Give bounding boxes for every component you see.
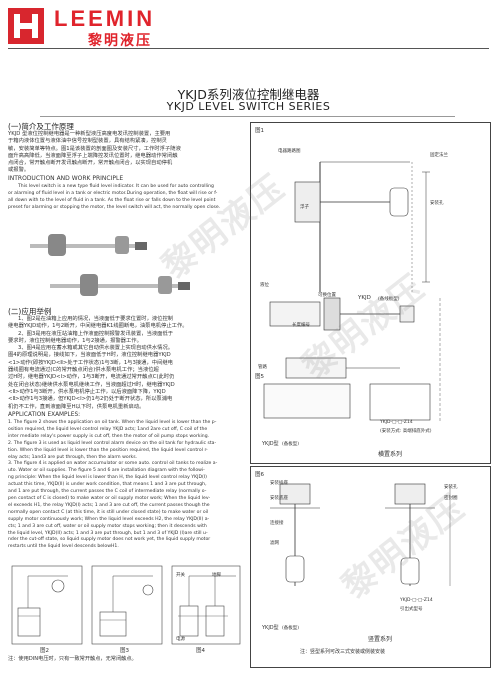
fig2-caption: 图2	[40, 648, 49, 654]
product-photos	[30, 234, 190, 296]
horizontal-series-drawing	[263, 161, 441, 422]
fig1-caption: 图1	[255, 128, 264, 134]
fig4-label-switch: 开关	[176, 573, 185, 578]
fig5-caption: 图5	[255, 374, 264, 380]
fig1-drawing	[294, 161, 430, 292]
vertical-switch-left	[270, 483, 320, 586]
section2-body-en: 1. The figure 2 shows the application on…	[8, 420, 218, 550]
fig3-caption: 图3	[120, 648, 129, 654]
horizontal-series-title: 横置系列	[378, 451, 403, 458]
fig1-label-type: (备线板型)	[378, 297, 400, 302]
v-label-seal: 密封圈	[444, 496, 458, 501]
brand-name-en: LEEMIN	[54, 6, 156, 31]
title-divider	[40, 116, 455, 117]
fig3-diagram	[91, 565, 163, 645]
vertical-switch-right	[385, 483, 451, 586]
section2-body-cn: 1、图2是在油箱上应用的情况，当液面低于要求位置时，液位控制 继电器YKJD动作…	[8, 316, 188, 410]
v-label-hole: 安装孔	[444, 485, 458, 490]
v-label-filter: 滤网	[270, 541, 279, 546]
section1-body-en: This level switch is a new type fluid le…	[8, 184, 221, 210]
fig1-label-hole: 安装孔	[430, 201, 444, 206]
fig5-label-length: 长度编号	[292, 323, 310, 328]
fig6-caption: 图6	[255, 472, 264, 478]
fig5-label-model: YKJD型	[262, 441, 279, 447]
section1-body-cn: YKJD 型液位控制继电器是一种新型液压高度电发讯控制装置，主要用 于箱内液体位…	[8, 131, 181, 174]
fig5-drawing	[263, 297, 441, 422]
header-divider	[8, 48, 489, 49]
v-label-connector: 连接接	[270, 521, 284, 526]
fig5-label-pipe: 管路	[258, 365, 267, 370]
v-label-base: 安装底座	[270, 496, 288, 501]
fig4-label-power: 电源	[176, 637, 185, 642]
fig4-diagram	[171, 565, 241, 645]
fig4-caption: 图4	[196, 648, 205, 654]
brand-name-cn: 黎明液压	[88, 33, 152, 49]
application-diagrams	[11, 565, 241, 645]
section1-heading-en: INTRODUCTION AND WORK PRINCIPLE	[8, 175, 124, 182]
v-label-model: YKJD型	[262, 625, 279, 631]
vertical-series-title: 竖置系列	[368, 636, 393, 643]
section1-heading: (一)简介及工作原理	[8, 122, 74, 131]
fig4-label-ground: 地脚	[212, 573, 221, 578]
fig2-diagram	[11, 565, 83, 645]
page-title: YKJD系列液位控制继电器	[177, 87, 320, 102]
logo-icon	[8, 8, 44, 44]
fig1-label-flange: 固定法兰	[430, 153, 448, 158]
v-label-outlet: 引出式型号	[400, 607, 423, 612]
fig1-label-level: 液位	[260, 283, 269, 288]
fig5-label-code: YKJD-□-□-Z14	[380, 420, 413, 425]
fig5-label-type: (备板型)	[282, 442, 300, 447]
section2-note: 注：使用DIN电压时，只有一致常开触点，无常闭触点。	[8, 656, 137, 662]
fig1-label-circuit: 电器路路图	[278, 149, 301, 154]
section2-heading-en: APPLICATION EXAMPLES:	[8, 412, 81, 418]
float-switch-photo-1	[30, 234, 147, 256]
page-subtitle: YKJD LEVEL SWITCH SERIES	[166, 100, 331, 113]
float-switch-photo-2	[50, 274, 190, 296]
vertical-series-note: 注：竖型系列可改三式安装或侧装安装	[300, 649, 386, 655]
v-label-code: YKJD-□-□-Z14	[400, 598, 433, 603]
fig5-label-mount: (安装方式: 高端排底外式)	[380, 429, 432, 434]
fig1-label-float: 浮子	[300, 205, 309, 210]
v-label-type: (备板型)	[282, 626, 300, 631]
fig1-label-model: YKJD	[358, 295, 371, 301]
fig5-label-position: 可换位置	[318, 293, 336, 298]
section2-heading: (二)应用举例	[8, 307, 52, 316]
vertical-series-drawing	[270, 483, 451, 586]
v-label-socket: 安装插座	[270, 481, 288, 486]
